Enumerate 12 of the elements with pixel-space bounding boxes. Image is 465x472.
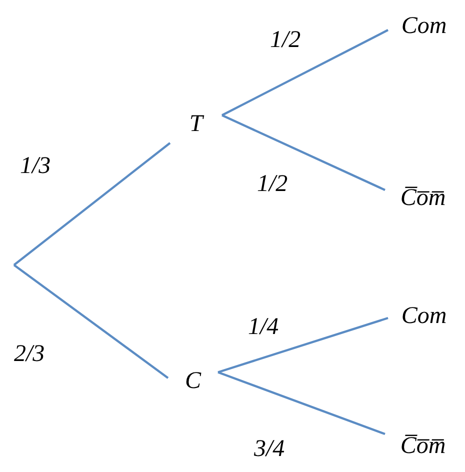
- outcome-label: Com: [401, 302, 447, 330]
- outcome-label: C̅o̅m̅: [400, 432, 446, 460]
- outcome-label: C̅o̅m̅: [400, 184, 446, 212]
- outcome-label: Com: [401, 12, 447, 40]
- branch-line: [13, 142, 171, 266]
- branch-line: [222, 114, 386, 191]
- branch-line: [218, 371, 386, 436]
- outcome-label: T: [189, 110, 203, 138]
- branch-line: [218, 316, 388, 374]
- outcome-label: C: [184, 367, 201, 395]
- branch-line: [222, 29, 388, 116]
- branch-line: [13, 264, 169, 379]
